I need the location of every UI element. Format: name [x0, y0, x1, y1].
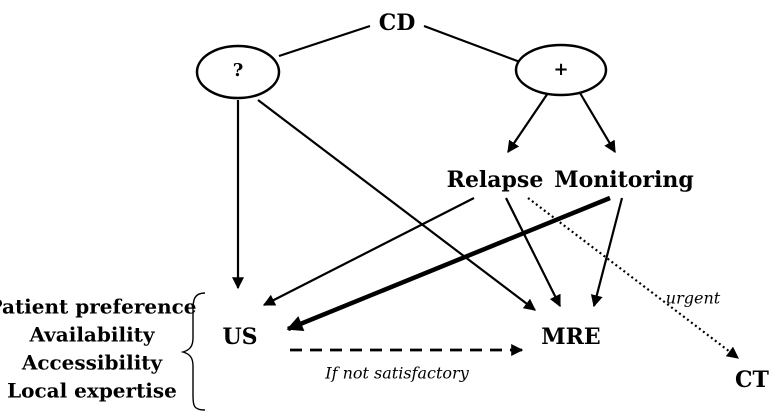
factor-item: Availability — [28, 323, 155, 347]
node-mre-label: MRE — [541, 324, 600, 350]
node-unknown-ellipse — [195, 44, 281, 100]
factor-item: Accessibility — [21, 351, 164, 375]
node-cd-label: CD — [379, 10, 416, 36]
factor-item: Patient preference — [0, 295, 197, 319]
edge-relapse-to-mre — [505, 197, 561, 308]
node-positive-ellipse — [514, 43, 608, 97]
node-relapse-label: Relapse — [447, 167, 544, 193]
node-unknown-label: ? — [233, 60, 244, 81]
node-us-label: US — [222, 324, 257, 350]
edge-label-if-not-satisfactory: If not satisfactory — [324, 364, 469, 383]
node-positive: + — [514, 43, 608, 97]
node-unknown: ? — [195, 44, 281, 100]
edge-cd-to-unknown — [278, 24, 371, 58]
node-monitoring-label: Monitoring — [554, 167, 694, 193]
factor-list: Patient preference Availability Accessib… — [0, 295, 197, 403]
edge-positive-to-relapse — [507, 92, 549, 153]
edge-monitoring-to-mre — [590, 197, 624, 308]
node-ct-label: CT — [735, 367, 770, 393]
node-cd: CD — [379, 10, 416, 36]
edge-label-urgent: urgent — [666, 289, 721, 308]
node-positive-label: + — [553, 59, 568, 80]
edge-cd-to-positive — [423, 24, 521, 64]
edge-unknown-to-mre — [257, 99, 536, 311]
edge-positive-to-monitoring — [579, 92, 616, 154]
edge-monitoring-to-us — [286, 195, 611, 332]
edge-relapse-to-ct-urgent — [527, 197, 739, 359]
edge-relapse-to-us — [262, 197, 475, 306]
edges — [232, 24, 739, 359]
factor-bracket — [180, 292, 206, 411]
factor-item: Local expertise — [7, 379, 177, 403]
